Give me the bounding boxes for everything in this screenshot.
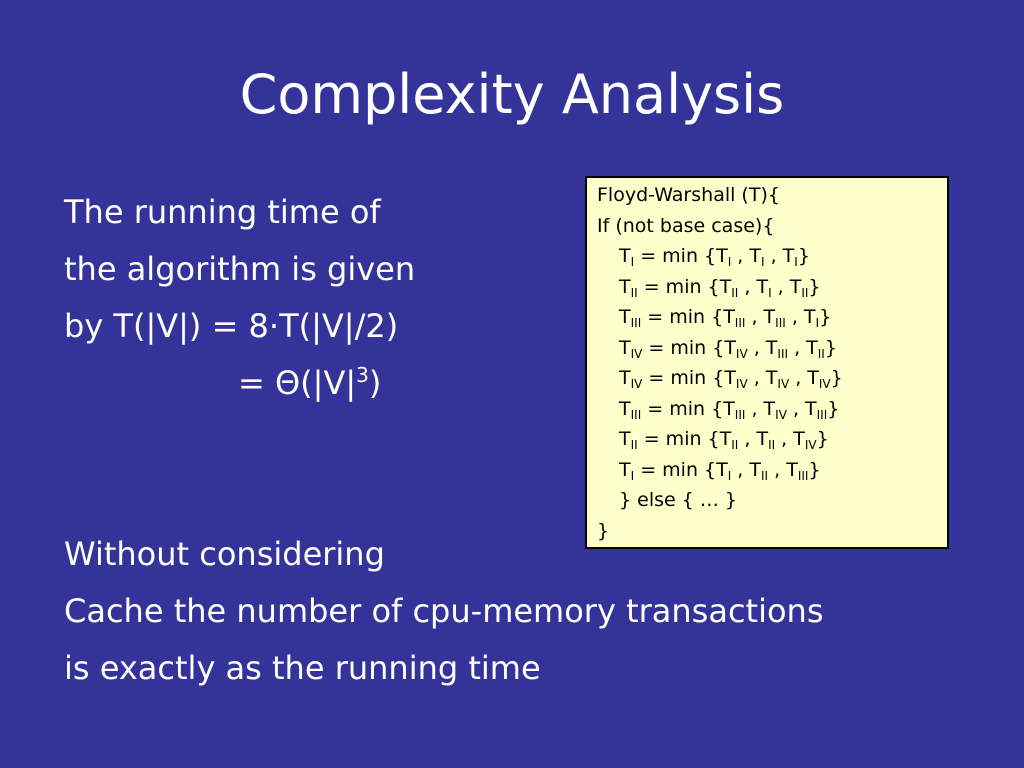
cache-line-1: Without considering	[64, 535, 385, 573]
code-assignment-line: TIII = min {TIII , TIV , TIII}	[619, 397, 840, 422]
slide-title: Complexity Analysis	[239, 63, 785, 126]
code-assignment-line: TIV = min {TIV , TIII , TII}	[619, 336, 837, 361]
subscript-a: II	[731, 438, 739, 452]
code-closing: }	[597, 519, 610, 542]
cache-note-text: Without considering Cache the number of …	[64, 526, 824, 697]
floyd-warshall-code-box: Floyd-Warshall (T){ If (not base case){ …	[585, 176, 949, 549]
code-assignments: TI = min {TI , TI , TI} TII = min {TII , …	[597, 241, 947, 485]
subscript-lhs: III	[630, 407, 642, 422]
subscript-c: IV	[818, 377, 831, 391]
subscript-c: IV	[804, 438, 817, 452]
body-line-4: = Θ(|V|3)	[64, 355, 415, 412]
cache-line-2: Cache the number of cpu-memory transacti…	[64, 592, 824, 630]
subscript-lhs: IV	[630, 377, 643, 391]
subscript-lhs: I	[630, 255, 635, 269]
subscript-a: IV	[735, 346, 748, 361]
subscript-a: III	[734, 316, 746, 330]
subscript-b: II	[768, 438, 776, 452]
subscript-c: III	[797, 468, 809, 483]
subscript-b: II	[761, 468, 769, 483]
subscript-lhs: I	[630, 468, 635, 483]
subscript-a: II	[731, 285, 739, 300]
subscript-a: IV	[735, 377, 748, 391]
theta-expression: = Θ(|V|	[238, 364, 357, 402]
subscript-a: III	[734, 407, 746, 422]
cache-line-3: is exactly as the running time	[64, 649, 541, 687]
code-else-line: } else { … }	[619, 489, 737, 511]
body-line-3: by T(|V|) = 8·T(|V|/2)	[64, 307, 399, 345]
subscript-lhs: III	[630, 316, 642, 330]
subscript-lhs: II	[630, 438, 638, 452]
running-time-text: The running time of the algorithm is giv…	[64, 184, 415, 412]
body-line-1: The running time of	[64, 193, 381, 231]
code-assignment-line: TII = min {TII , TII , TIV}	[619, 428, 829, 452]
code-assignment-line: TIV = min {TIV , TIV , TIV}	[619, 367, 843, 391]
subscript-c: I	[794, 255, 798, 269]
subscript-a: I	[727, 255, 732, 269]
code-assignment-line: TI = min {TI , TI , TI}	[619, 245, 810, 269]
subscript-c: II	[801, 285, 809, 300]
code-if-line: If (not base case){	[597, 214, 775, 237]
code-assignment-line: TI = min {TI , TII , TIII}	[619, 458, 821, 483]
subscript-b: I	[761, 255, 765, 269]
code-assignment-line: TII = min {TII , TI , TII}	[619, 275, 821, 300]
cube-exponent: 3	[356, 363, 369, 387]
theta-close: )	[368, 364, 382, 402]
subscript-c: II	[817, 346, 825, 361]
code-header: Floyd-Warshall (T){	[597, 184, 780, 206]
subscript-lhs: II	[630, 285, 638, 300]
code-assignment-line: TIII = min {TIII , TIII , TI}	[619, 306, 832, 330]
subscript-c: III	[816, 407, 828, 422]
subscript-lhs: IV	[630, 346, 643, 361]
subscript-b: I	[768, 285, 772, 300]
subscript-b: IV	[777, 377, 790, 391]
subscript-c: I	[815, 316, 820, 330]
subscript-a: I	[727, 468, 732, 483]
subscript-b: IV	[775, 407, 787, 422]
subscript-b: III	[777, 346, 789, 361]
subscript-b: III	[775, 316, 786, 330]
body-line-2: the algorithm is given	[64, 250, 416, 288]
